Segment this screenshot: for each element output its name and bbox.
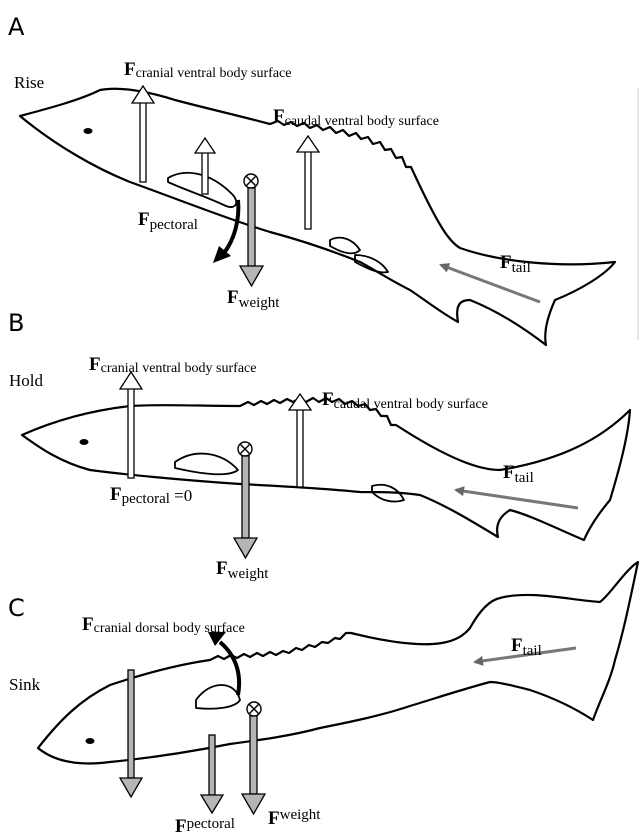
panel-letter-c: C: [8, 594, 25, 622]
cranial-force-label: Fcranial ventral body surface: [89, 354, 256, 376]
cranial-force-label: Fcranial dorsal body surface: [82, 614, 245, 636]
weight-force-arrow: [240, 188, 263, 286]
caudal-force-arrow: [297, 136, 319, 229]
sturgeon-outline: [22, 398, 630, 540]
weight-force-label: Fweight: [227, 287, 280, 311]
weight-force-label: Fweight: [216, 558, 269, 582]
pectoral-force-label: Fpectoral: [138, 209, 198, 233]
pectoral-fin: [175, 454, 238, 475]
cranial-force-arrow: [120, 372, 142, 478]
mode-label-sink: Sink: [9, 675, 41, 694]
anal-fin: [355, 255, 388, 272]
eye: [84, 128, 93, 134]
mode-label-rise: Rise: [14, 73, 44, 92]
panel-letter-a: A: [8, 13, 25, 41]
rotation-arrow: [213, 200, 238, 263]
pectoral-force-arrow: [195, 138, 215, 194]
center-of-mass-symbol: [238, 442, 252, 456]
tail-force-arrow: [456, 490, 578, 508]
panel-letter-b: B: [8, 309, 24, 337]
pectoral-force-label: Fpectoral =0: [110, 484, 192, 507]
panel-b: B Hold Fcranial ventral body surface Fca…: [8, 309, 630, 582]
center-of-mass-symbol: [244, 174, 258, 188]
eye: [80, 439, 89, 445]
tail-force-label: Ftail: [500, 252, 531, 276]
eye: [86, 738, 95, 744]
weight-force-arrow: [242, 716, 265, 814]
cranial-force-arrow: [132, 86, 154, 182]
pectoral-force-label: Fpectoral: [175, 816, 235, 837]
caudal-force-label: Fcaudal ventral body surface: [322, 389, 488, 412]
cranial-force-arrow: [120, 670, 142, 797]
pectoral-fin: [196, 685, 240, 709]
caudal-force-arrow: [289, 394, 311, 487]
mode-label-hold: Hold: [9, 371, 44, 390]
center-of-mass-symbol: [247, 702, 261, 716]
caudal-force-label: Fcaudal ventral body surface: [273, 106, 439, 129]
weight-force-label: Fweight: [268, 807, 321, 829]
panel-a: A Rise: [8, 13, 638, 345]
tail-force-label: Ftail: [511, 635, 542, 659]
cranial-force-label: Fcranial ventral body surface: [124, 59, 291, 81]
panel-c: C Sink Fcranial dorsal body: [8, 562, 638, 837]
